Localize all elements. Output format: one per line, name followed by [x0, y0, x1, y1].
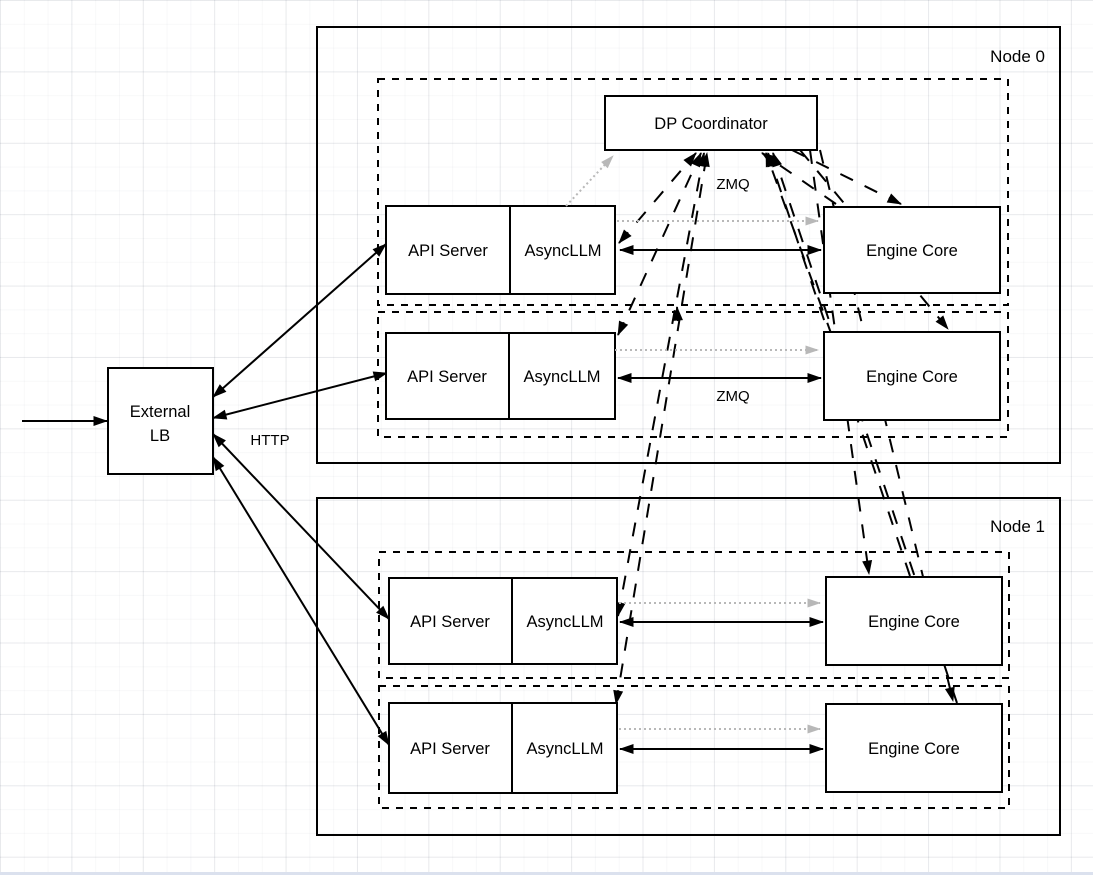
- external-lb-label-line1: External: [130, 403, 191, 421]
- node1-label: Node 1: [990, 517, 1045, 536]
- api-asyncllm-node1-row2[interactable]: API Server AsyncLLM: [388, 702, 618, 794]
- api-asyncllm-node1-row1[interactable]: API Server AsyncLLM: [388, 577, 618, 665]
- zmq-engine-edge-label: ZMQ: [716, 388, 749, 405]
- edge-lb-api0r1[interactable]: [212, 243, 387, 398]
- api-server-label: API Server: [408, 242, 488, 260]
- edge-lb-api0r2[interactable]: [212, 371, 388, 420]
- node1-row1-group[interactable]: [378, 551, 1010, 679]
- node0-row1-group[interactable]: [377, 78, 1009, 306]
- edge-asyncllm0r1-dp-dotted[interactable]: [565, 155, 614, 207]
- node1-row2-group[interactable]: [378, 685, 1010, 809]
- node0-label: Node 0: [990, 47, 1045, 66]
- api-asyncllm-node0-row2[interactable]: API Server AsyncLLM: [385, 332, 616, 420]
- async-llm-label: AsyncLLM: [526, 613, 603, 631]
- node1-container[interactable]: [316, 497, 1061, 836]
- external-lb-label-line2: LB: [150, 427, 170, 445]
- edge-lb-api1r1[interactable]: [212, 433, 390, 620]
- engine-core-label: Engine Core: [868, 613, 960, 631]
- engine-core-label: Engine Core: [866, 368, 958, 386]
- edge-dp-asyncllm1r1[interactable]: [615, 152, 707, 617]
- engine-core-node0-row1[interactable]: Engine Core: [823, 206, 1001, 294]
- edge-dp-ec1r1[interactable]: [809, 149, 873, 575]
- api-asyncllm-node0-row1[interactable]: API Server AsyncLLM: [385, 205, 616, 295]
- edge-ec0r2-dp[interactable]: [765, 152, 833, 337]
- edge-dp-ec0r1[interactable]: [791, 149, 902, 205]
- async-llm-label: AsyncLLM: [526, 740, 603, 758]
- engine-core-node0-row2[interactable]: Engine Core: [823, 331, 1001, 421]
- canvas-page-edge: [0, 872, 1093, 875]
- external-lb-box[interactable]: External LB: [107, 367, 214, 475]
- api-server-label: API Server: [410, 613, 490, 631]
- dp-coordinator-box[interactable]: DP Coordinator: [604, 95, 818, 151]
- front-edge-layer: [565, 155, 824, 754]
- http-edge-label: HTTP: [250, 432, 289, 449]
- edge-ec0r1-dp[interactable]: [761, 152, 837, 205]
- engine-core-label: Engine Core: [868, 740, 960, 758]
- api-server-label: API Server: [410, 740, 490, 758]
- node0-row2-group[interactable]: [377, 311, 1009, 438]
- api-server-label: API Server: [407, 368, 487, 386]
- async-llm-label: AsyncLLM: [523, 368, 600, 386]
- edge-dp-asyncllm0r2[interactable]: [617, 152, 702, 336]
- edge-dp-asyncllm1r2[interactable]: [613, 152, 710, 705]
- node0-container[interactable]: [316, 26, 1061, 464]
- edge-dp-asyncllm0r1[interactable]: [618, 152, 697, 244]
- engine-core-node1-row1[interactable]: Engine Core: [825, 576, 1003, 666]
- async-llm-label: AsyncLLM: [524, 242, 601, 260]
- engine-core-label: Engine Core: [866, 242, 958, 260]
- dp-coordinator-label: DP Coordinator: [654, 115, 768, 133]
- engine-core-node1-row2[interactable]: Engine Core: [825, 703, 1003, 793]
- edge-dp-asyncllm1r2-segment-arrow: [672, 306, 683, 322]
- zmq-coordinator-edge-label: ZMQ: [716, 176, 749, 193]
- edge-lb-api1r2[interactable]: [212, 456, 390, 746]
